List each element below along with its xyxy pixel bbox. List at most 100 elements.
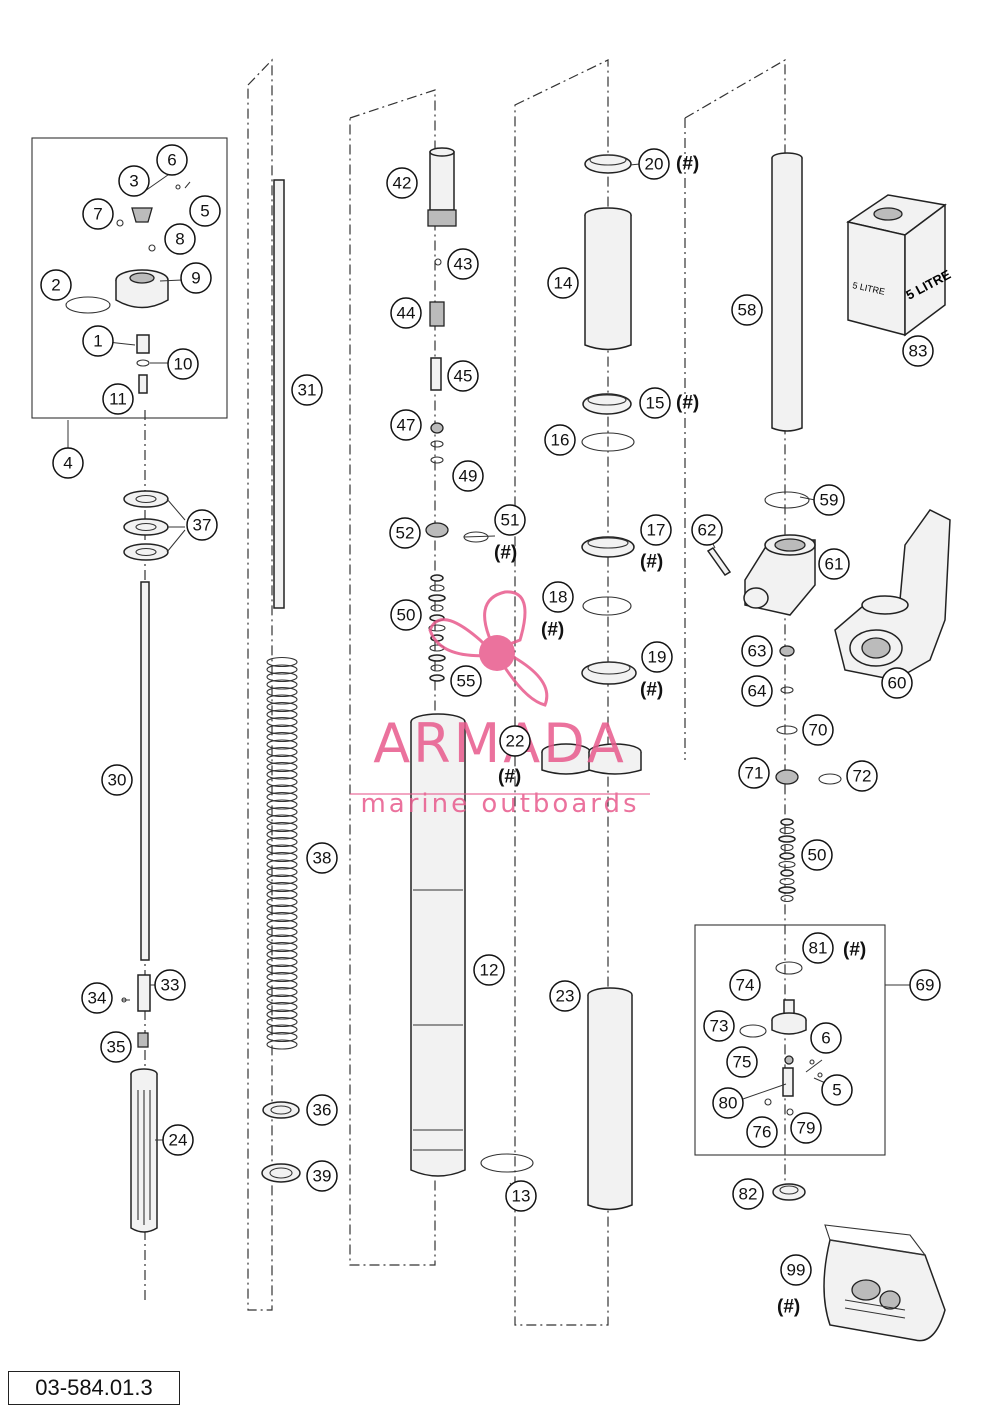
callout-83: 83 [902, 335, 934, 367]
svg-text:16: 16 [551, 431, 570, 450]
callout-8: 8 [164, 223, 196, 255]
column-3-parts [410, 147, 534, 1177]
armada-watermark: ARMADA marine outboards [350, 590, 650, 819]
svg-text:14: 14 [554, 274, 573, 293]
svg-text:49: 49 [459, 467, 478, 486]
callout-72: 72 [846, 760, 878, 792]
callout-99: 99 [780, 1254, 812, 1286]
spare-marker-22: (#) [498, 767, 521, 788]
callout-labels: 1234567891011121314151617181920222324303… [40, 144, 941, 1286]
spare-marker-99: (#) [777, 1297, 800, 1318]
svg-text:69: 69 [916, 976, 935, 995]
column-4-parts [541, 154, 642, 1211]
callout-71: 71 [738, 757, 770, 789]
svg-text:72: 72 [853, 767, 872, 786]
callout-61: 61 [818, 548, 850, 580]
svg-text:82: 82 [739, 1185, 758, 1204]
callout-74: 74 [729, 969, 761, 1001]
svg-text:31: 31 [298, 381, 317, 400]
spare-part-markers: (#) (#) (#) (#) (#) (#) (#) (#) (#) [494, 154, 866, 1318]
svg-text:61: 61 [825, 555, 844, 574]
svg-text:20: 20 [645, 155, 664, 174]
callout-44: 44 [390, 297, 422, 329]
svg-text:58: 58 [738, 301, 757, 320]
svg-text:74: 74 [736, 976, 755, 995]
svg-text:1: 1 [93, 332, 102, 351]
svg-text:47: 47 [397, 416, 416, 435]
spare-marker-19: (#) [640, 680, 663, 701]
callout-3: 3 [118, 165, 150, 197]
callout-81: 81 [802, 932, 834, 964]
callout-13: 13 [505, 1180, 537, 1212]
watermark-tagline: marine outboards [360, 789, 639, 819]
document-number: 03-584.01.3 [8, 1371, 180, 1405]
svg-text:62: 62 [698, 521, 717, 540]
callout-55: 55 [450, 665, 482, 697]
callout-6: 6 [810, 1022, 842, 1054]
oil-can-icon: 5 LITRE 5 LITRE [846, 194, 953, 337]
callout-6: 6 [156, 144, 188, 176]
callout-58: 58 [731, 294, 763, 326]
callout-38: 38 [306, 842, 338, 874]
callout-18: 18 [542, 581, 574, 613]
callout-24: 24 [162, 1124, 194, 1156]
svg-text:80: 80 [719, 1094, 738, 1113]
callout-45: 45 [447, 360, 479, 392]
svg-text:37: 37 [193, 516, 212, 535]
spare-marker-51: (#) [494, 543, 517, 564]
column-5-parts [706, 152, 951, 1201]
callout-22: 22 [499, 725, 531, 757]
svg-text:38: 38 [313, 849, 332, 868]
callout-37: 37 [186, 509, 218, 541]
callout-73: 73 [703, 1010, 735, 1042]
svg-text:13: 13 [512, 1187, 531, 1206]
callout-64: 64 [741, 675, 773, 707]
callout-23: 23 [549, 980, 581, 1012]
svg-text:79: 79 [797, 1119, 816, 1138]
callout-10: 10 [167, 348, 199, 380]
svg-text:12: 12 [480, 961, 499, 980]
svg-text:44: 44 [397, 304, 416, 323]
assembly-4-box [31, 137, 228, 419]
svg-text:33: 33 [161, 976, 180, 995]
svg-text:2: 2 [51, 276, 60, 295]
svg-text:6: 6 [821, 1029, 830, 1048]
callout-7: 7 [82, 198, 114, 230]
watermark-brand: ARMADA [373, 712, 627, 775]
callout-69: 69 [909, 969, 941, 1001]
callout-50: 50 [801, 839, 833, 871]
callout-16: 16 [544, 424, 576, 456]
callout-49: 49 [452, 460, 484, 492]
callout-35: 35 [100, 1031, 132, 1063]
callout-62: 62 [691, 514, 723, 546]
callout-11: 11 [102, 383, 134, 415]
spare-marker-17: (#) [640, 552, 663, 573]
spare-marker-15: (#) [676, 393, 699, 414]
spare-marker-18: (#) [541, 620, 564, 641]
callout-17: 17 [640, 514, 672, 546]
callout-70: 70 [802, 714, 834, 746]
svg-text:11: 11 [109, 390, 127, 409]
svg-text:73: 73 [710, 1017, 729, 1036]
svg-text:5: 5 [200, 202, 209, 221]
callout-5: 5 [189, 195, 221, 227]
callout-47: 47 [390, 409, 422, 441]
callout-12: 12 [473, 954, 505, 986]
svg-text:43: 43 [454, 255, 473, 274]
svg-text:45: 45 [454, 367, 473, 386]
callout-15: 15 [639, 387, 671, 419]
svg-text:34: 34 [88, 989, 107, 1008]
callout-63: 63 [741, 635, 773, 667]
svg-text:76: 76 [753, 1123, 772, 1142]
callout-42: 42 [386, 167, 418, 199]
svg-text:60: 60 [888, 674, 907, 693]
svg-text:9: 9 [191, 269, 200, 288]
svg-text:18: 18 [549, 588, 568, 607]
svg-text:8: 8 [175, 230, 184, 249]
svg-text:55: 55 [457, 672, 476, 691]
svg-text:36: 36 [313, 1101, 332, 1120]
svg-text:50: 50 [808, 846, 827, 865]
svg-text:70: 70 [809, 721, 828, 740]
callout-14: 14 [547, 267, 579, 299]
